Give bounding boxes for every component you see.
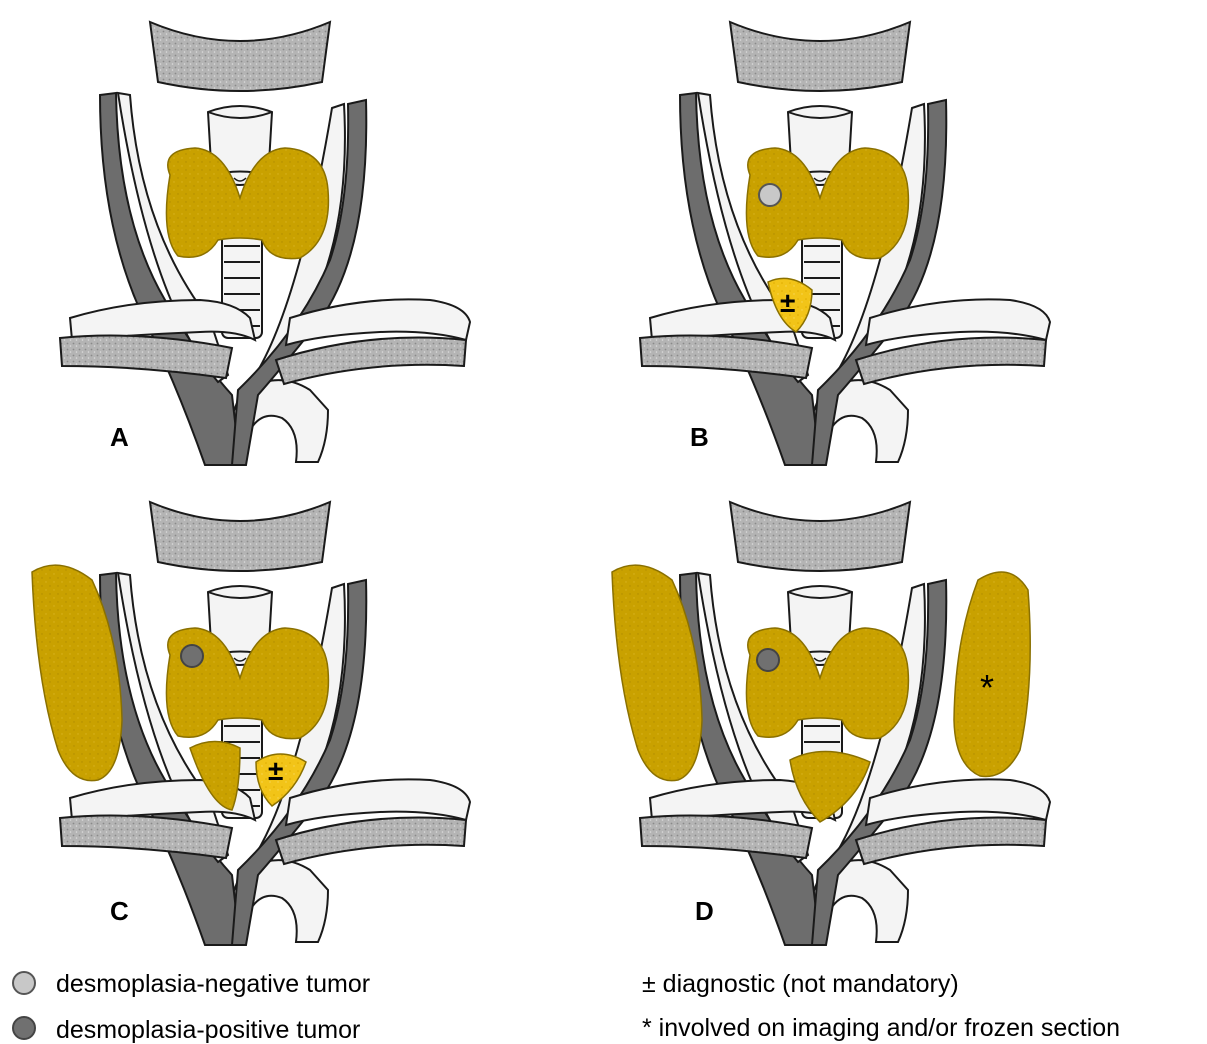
legend-positive-label: desmoplasia-positive tumor xyxy=(56,1016,360,1044)
positive-tumor-swatch xyxy=(13,1017,35,1039)
desmoplasia-positive-tumor-marker xyxy=(181,645,203,667)
panel-letter-d: D xyxy=(695,896,714,926)
panel-letter-b: B xyxy=(690,422,709,452)
panel-letter-c: C xyxy=(110,896,129,926)
panel-d: * D xyxy=(612,502,1050,945)
legend: desmoplasia-negative tumor desmoplasia-p… xyxy=(13,970,1120,1044)
legend-negative-label: desmoplasia-negative tumor xyxy=(56,970,370,998)
star-mark-d: * xyxy=(980,667,994,708)
legend-pm-note: ± diagnostic (not mandatory) xyxy=(642,970,959,998)
panel-c: ± C xyxy=(32,502,470,945)
panel-a: A xyxy=(60,22,470,465)
legend-star-note: * involved on imaging and/or frozen sect… xyxy=(642,1014,1120,1042)
pm-mark-c: ± xyxy=(268,755,283,786)
negative-tumor-swatch xyxy=(13,972,35,994)
pm-mark-b: ± xyxy=(780,287,795,318)
panel-letter-a: A xyxy=(110,422,129,452)
desmoplasia-negative-tumor-marker xyxy=(759,184,781,206)
desmoplasia-positive-tumor-marker xyxy=(757,649,779,671)
panel-b: ± B xyxy=(640,22,1050,465)
